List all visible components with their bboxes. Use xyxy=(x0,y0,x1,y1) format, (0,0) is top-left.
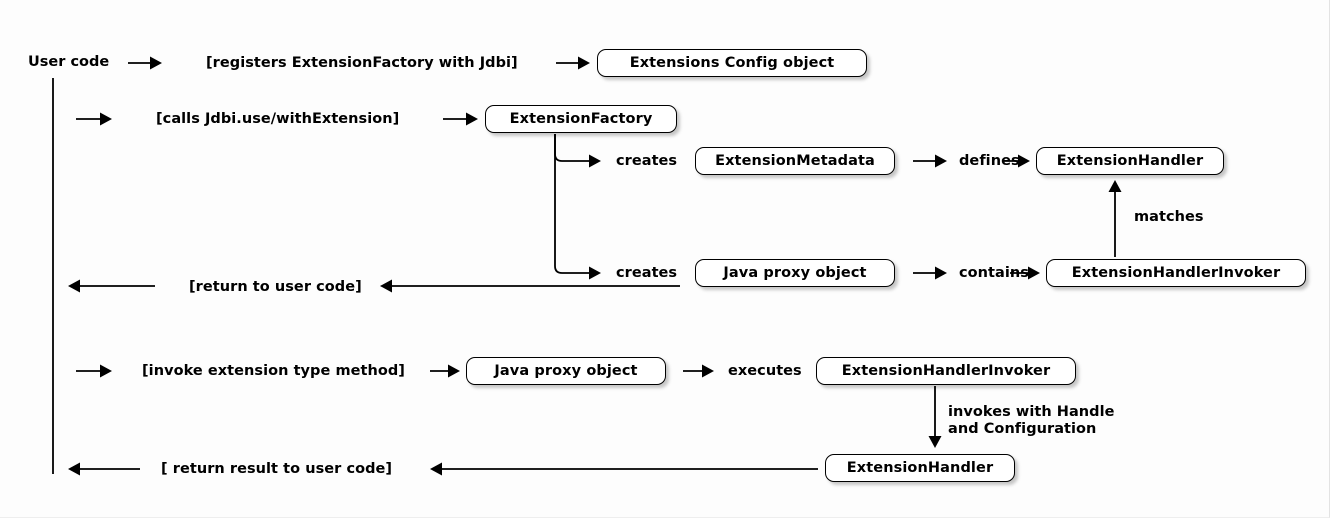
arrowhead xyxy=(100,364,112,378)
arrowhead xyxy=(448,364,460,378)
node-extension-handler-invoker-upper: ExtensionHandlerInvoker xyxy=(1046,259,1306,287)
node-extension-handler-bottom: ExtensionHandler xyxy=(825,454,1015,482)
arrowhead xyxy=(68,462,80,476)
edge-arrow-lifeline-to-calls xyxy=(76,112,112,126)
edge-arrow-result-to-lifeline xyxy=(68,462,140,476)
node-extension-handler-invoker-lower: ExtensionHandlerInvoker xyxy=(816,357,1076,385)
arrowhead xyxy=(1028,266,1040,280)
label-registers-extension-factory: [registers ExtensionFactory with Jdbi] xyxy=(206,55,518,71)
arrowhead xyxy=(380,279,392,293)
label-invokes-with-handle: invokes with Handle and Configuration xyxy=(948,404,1115,438)
edge-arrow-lifeline-to-invoke xyxy=(76,364,112,378)
edge-elbow-factory-creates-metadata xyxy=(554,134,601,168)
edge-arrow-return-to-lifeline xyxy=(68,279,155,293)
arrowhead xyxy=(589,266,601,280)
arrowhead xyxy=(935,266,947,280)
label-executes: executes xyxy=(728,363,802,379)
node-java-proxy-object-lower: Java proxy object xyxy=(466,357,666,385)
arrowhead xyxy=(1018,154,1030,168)
label-invoke-extension-type-method: [invoke extension type method] xyxy=(142,363,405,379)
edge-arrow-result-long xyxy=(430,462,818,476)
actor-user-code: User code xyxy=(28,54,110,70)
edge-arrow-usercode-to-registers xyxy=(128,56,162,70)
arrowhead xyxy=(430,462,442,476)
label-contains: contains xyxy=(959,265,1029,281)
node-java-proxy-object-upper: Java proxy object xyxy=(695,259,895,287)
edge-elbow-factory-creates-proxy xyxy=(554,134,601,280)
arrowhead xyxy=(578,56,590,70)
label-creates-proxy: creates xyxy=(616,265,678,281)
label-return-to-user-code: [return to user code] xyxy=(189,279,362,295)
node-extension-metadata: ExtensionMetadata xyxy=(695,147,895,175)
edge-arrow-invoker-invokes-handler xyxy=(928,386,942,448)
label-creates-metadata: creates xyxy=(616,153,678,169)
edge-arrow-registers-to-config xyxy=(556,56,590,70)
edge-arrow-metadata-to-defines xyxy=(913,154,947,168)
node-extensions-config-object: Extensions Config object xyxy=(597,49,867,77)
arrowhead xyxy=(150,56,162,70)
edge-arrow-proxy-to-contains xyxy=(913,266,947,280)
arrowhead xyxy=(466,112,478,126)
arrowhead xyxy=(702,364,714,378)
edge-arrow-invoker-matches-handler xyxy=(1108,180,1122,257)
arrowhead xyxy=(100,112,112,126)
node-extension-handler-top: ExtensionHandler xyxy=(1036,147,1224,175)
label-matches: matches xyxy=(1134,209,1204,225)
edge-line xyxy=(554,134,592,274)
arrowhead xyxy=(1108,180,1122,192)
arrowhead xyxy=(68,279,80,293)
label-return-result-to-user-code: [ return result to user code] xyxy=(161,461,393,477)
arrowhead xyxy=(935,154,947,168)
label-calls-jdbi-use: [calls Jdbi.use/withExtension] xyxy=(156,111,400,127)
edge-arrow-calls-to-factory xyxy=(443,112,478,126)
arrowhead xyxy=(928,436,942,448)
edge-arrow-invoke-to-proxy xyxy=(430,364,460,378)
label-defines: defines xyxy=(959,153,1020,169)
node-extension-factory: ExtensionFactory xyxy=(485,105,677,133)
edge-line xyxy=(554,134,592,162)
arrowhead xyxy=(589,154,601,168)
edge-arrow-return-long xyxy=(380,279,680,293)
edge-arrow-proxy-to-executes xyxy=(683,364,714,378)
